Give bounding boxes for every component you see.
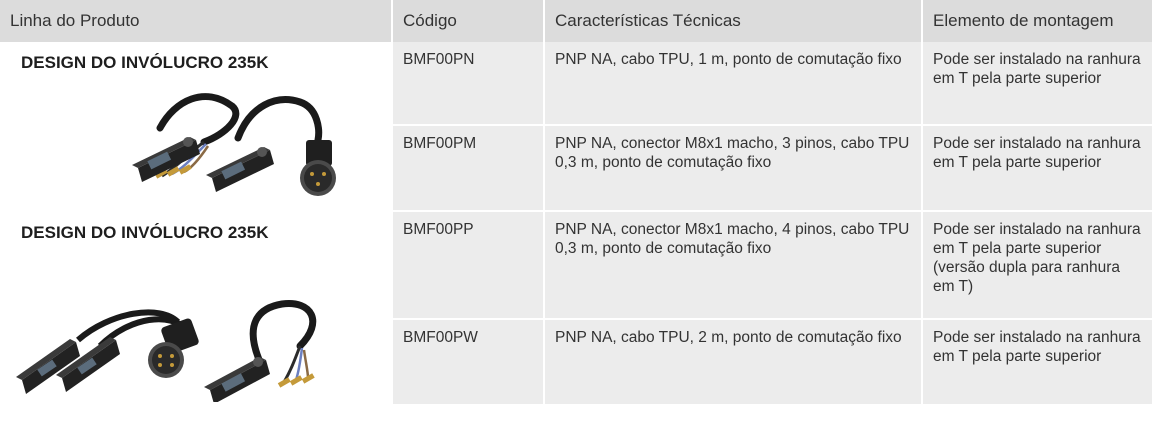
- cell-code: BMF00PP: [391, 212, 543, 320]
- table-row: DESIGN DO INVÓLUCRO 235K: [0, 212, 1152, 404]
- header-mounting: Elemento de montagem: [921, 0, 1152, 42]
- header-product-line: Linha do Produto: [0, 0, 391, 42]
- table-row: BMF00PM PNP NA, conector M8x1 macho, 3 p…: [0, 126, 1152, 212]
- cell-code: BMF00PW: [391, 320, 543, 404]
- cell-spec: PNP NA, conector M8x1 macho, 4 pinos, ca…: [543, 212, 921, 320]
- product-group-title: DESIGN DO INVÓLUCRO 235K: [21, 53, 269, 72]
- sensor-pair-image-2: [16, 300, 317, 402]
- table-header-row: Linha do Produto Código Características …: [0, 0, 1152, 42]
- cell-code: BMF00PN: [391, 42, 543, 126]
- cell-mount: Pode ser instalado na ranhura em T pela …: [921, 320, 1152, 404]
- sensor-pair-image-1: [132, 93, 336, 196]
- cell-spec: PNP NA, cabo TPU, 1 m, ponto de comutaçã…: [543, 42, 921, 126]
- cell-mount: Pode ser instalado na ranhura em T pela …: [921, 212, 1152, 320]
- cell-spec: PNP NA, cabo TPU, 2 m, ponto de comutaçã…: [543, 320, 921, 404]
- table-row: BMF00PW PNP NA, cabo TPU, 2 m, ponto de …: [0, 320, 1152, 404]
- product-table: Linha do Produto Código Características …: [0, 0, 1152, 404]
- cell-mount: Pode ser instalado na ranhura em T pela …: [921, 42, 1152, 126]
- cell-code: BMF00PM: [391, 126, 543, 212]
- header-specs: Características Técnicas: [543, 0, 921, 42]
- cell-mount: Pode ser instalado na ranhura em T pela …: [921, 126, 1152, 212]
- product-group-title: DESIGN DO INVÓLUCRO 235K: [21, 223, 269, 242]
- table-row: DESIGN DO INVÓLUCRO 235K: [0, 42, 1152, 212]
- header-code: Código: [391, 0, 543, 42]
- cell-spec: PNP NA, conector M8x1 macho, 3 pinos, ca…: [543, 126, 921, 212]
- product-group-1: DESIGN DO INVÓLUCRO 235K: [0, 42, 391, 212]
- product-group-2: DESIGN DO INVÓLUCRO 235K: [0, 212, 391, 404]
